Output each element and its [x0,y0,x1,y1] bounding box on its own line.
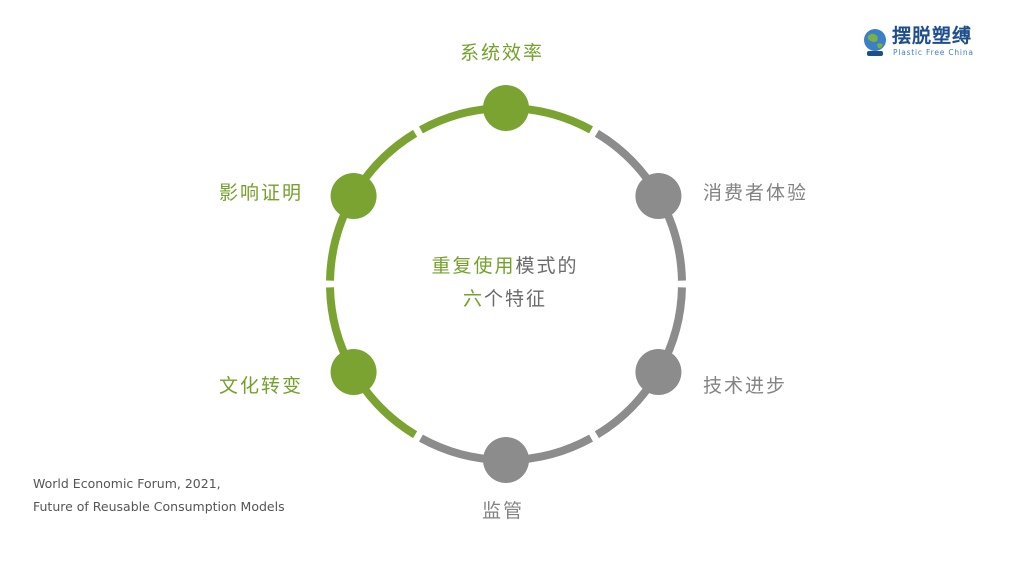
node-system-efficiency [483,85,529,131]
globe-logo-icon [864,29,886,56]
node-cultural-change [330,349,377,395]
label-supervision: 监管 [482,500,525,522]
ring-arcs [326,104,686,464]
source-line-1: World Economic Forum, 2021, [33,476,221,491]
center-subtitle-rest: 个特征 [484,288,548,310]
center-title-rest: 模式的 [515,255,579,277]
node-technology-progress [635,349,682,395]
label-impact-proof: 影响证明 [219,182,304,204]
center-title-line2: 六个特征 [405,290,605,309]
source-line-2: Future of Reusable Consumption Models [33,499,285,514]
center-title-line1: 重复使用模式的 [405,257,605,276]
center-subtitle-highlight: 六 [462,288,484,310]
node-impact-proof [330,173,377,219]
ring-nodes [330,85,682,483]
logo-name-cn: 摆脱塑缚 [892,25,973,47]
label-technology-progress: 技术进步 [703,375,788,397]
label-consumer-experience: 消费者体验 [703,182,809,204]
label-system-efficiency: 系统效率 [460,42,545,64]
node-consumer-experience [635,173,682,219]
center-title-highlight: 重复使用 [431,255,516,277]
label-cultural-change: 文化转变 [219,375,304,397]
node-supervision [483,437,529,483]
logo-name-en: Plastic Free China [893,48,974,57]
brand-logo: 摆脱塑缚 Plastic Free China [862,27,982,59]
